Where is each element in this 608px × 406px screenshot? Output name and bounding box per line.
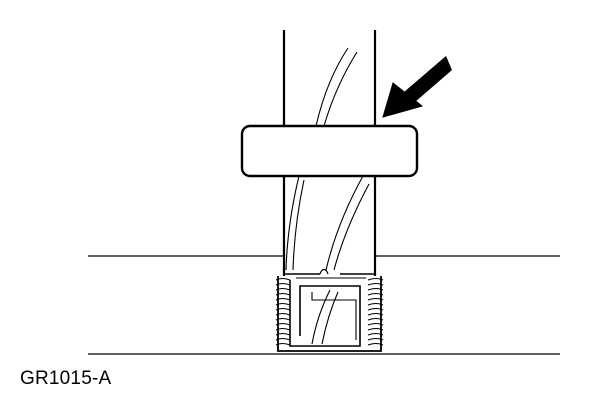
figure-label: GR1015-A <box>20 368 112 389</box>
left-threads <box>275 277 291 346</box>
shaft <box>282 30 377 276</box>
surface-lines <box>88 255 560 355</box>
arrow-icon <box>382 56 452 118</box>
threaded-base <box>275 268 384 352</box>
shaft-collar <box>240 124 419 178</box>
shaft-highlights <box>285 47 370 345</box>
inner-slot <box>289 280 361 347</box>
right-threads <box>367 277 384 346</box>
